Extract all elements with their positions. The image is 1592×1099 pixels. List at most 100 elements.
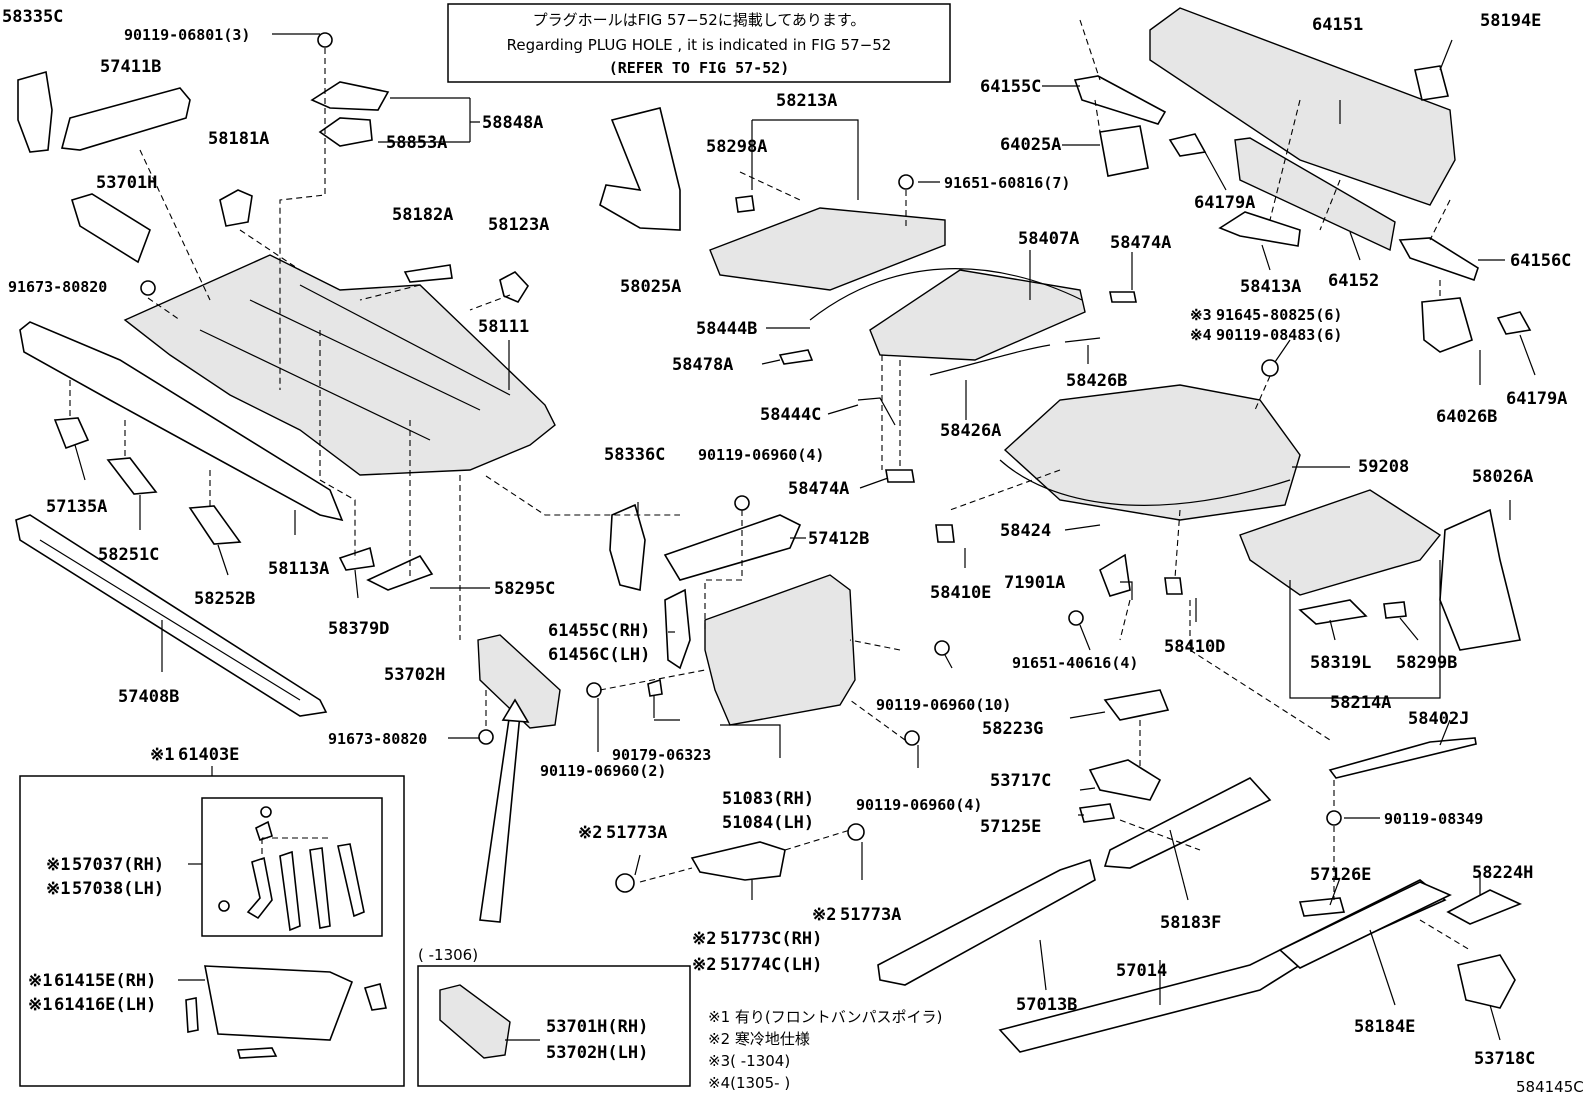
notice-line-3: (REFER TO FIG 57-52) xyxy=(609,59,790,77)
label-58299B: 58299B xyxy=(1396,653,1457,673)
legend-note-3: ※3( -1304) xyxy=(708,1052,790,1070)
label-51083: 51083(RH) xyxy=(722,789,814,809)
label-71901A: 71901A xyxy=(1004,573,1065,593)
part-64026B-shape xyxy=(1421,297,1473,353)
part-58214A-shape xyxy=(1239,489,1442,596)
label-58184E: 58184E xyxy=(1354,1017,1415,1037)
label-58214A: 58214A xyxy=(1330,693,1391,713)
part-64179A-a-shape xyxy=(1168,133,1207,157)
part-90119-06960-10-bolt xyxy=(934,640,950,656)
label-58113A: 58113A xyxy=(268,559,329,579)
label-58252B: 58252B xyxy=(194,589,255,609)
part-58474A-b-shape xyxy=(885,469,915,483)
legend-note-4: ※4(1305- ) xyxy=(708,1074,790,1092)
label-58251C: 58251C xyxy=(98,545,159,565)
label-58123A: 58123A xyxy=(488,215,549,235)
part-90119-08349-bolt xyxy=(1326,810,1342,826)
part-90119-06960-4a-bolt xyxy=(734,495,750,511)
label-58379D: 58379D xyxy=(328,619,389,639)
part-58426B-seal xyxy=(1064,337,1101,343)
part-91673-80820-a-bolt xyxy=(140,280,156,296)
label-58474A-b: 58474A xyxy=(788,479,849,499)
part-58379D-shape xyxy=(338,546,375,571)
part-61455C-shape xyxy=(664,588,691,670)
part-71901A-shape xyxy=(1099,553,1131,597)
part-51083-shape xyxy=(704,574,856,726)
legend-note-2: ※2 寒冷地仕様 xyxy=(708,1030,810,1048)
label-61416E: 61416E(LH) xyxy=(54,995,156,1015)
reference-arrow-head xyxy=(501,698,530,723)
mark-61416E: ※1 xyxy=(28,995,52,1015)
part-58402J-shape xyxy=(1328,737,1477,779)
part-58252B-shape xyxy=(188,505,242,545)
dashed-guides xyxy=(69,19,1471,951)
part-57135A-shape xyxy=(53,417,90,450)
part-64156C-shape xyxy=(1398,237,1479,282)
part-59208-shape xyxy=(1003,384,1301,521)
part-58025A-shape xyxy=(599,107,681,231)
part-58410D-shape xyxy=(1164,577,1183,595)
part-91651-60816-bolt xyxy=(898,174,914,190)
part-58026A-shape xyxy=(1439,508,1521,651)
figure-id: 584145C xyxy=(1516,1078,1584,1096)
mark-61403E: ※1 xyxy=(150,745,174,765)
floor-pan-ribs xyxy=(199,284,511,441)
label-61403E: 61403E xyxy=(178,745,239,765)
label-58444C: 58444C xyxy=(760,405,821,425)
label-58026A: 58026A xyxy=(1472,467,1533,487)
label-51774C: 51774C(LH) xyxy=(720,955,822,975)
label-57411B: 57411B xyxy=(100,57,161,77)
label-91651-40616: 91651-40616(4) xyxy=(1012,654,1138,672)
label-91673-80820-a: 91673-80820 xyxy=(8,278,107,296)
part-58181A-shape xyxy=(219,189,253,227)
part-58298A-shape xyxy=(735,195,755,213)
part-53718C-shape xyxy=(1457,954,1516,1009)
option-brackets-57037 xyxy=(218,806,365,932)
label-58223G: 58223G xyxy=(982,719,1043,739)
label-58478A: 58478A xyxy=(672,355,733,375)
part-90119-06960-4b-bolt xyxy=(904,730,920,746)
label-64179A-b: 64179A xyxy=(1506,389,1567,409)
label-58474A-a: 58474A xyxy=(1110,233,1171,253)
label-61456C: 61456C(LH) xyxy=(548,645,650,665)
label-90119-06960-4a: 90119-06960(4) xyxy=(698,446,824,464)
inset-box-53701H xyxy=(417,965,691,1087)
part-64151-shape xyxy=(1149,7,1456,206)
label-58410D: 58410D xyxy=(1164,637,1225,657)
part-53701H-shape xyxy=(70,193,151,264)
part-58407A-shape xyxy=(869,269,1086,361)
label-90119-06960-4b: 90119-06960(4) xyxy=(856,796,982,814)
label-58402J: 58402J xyxy=(1408,709,1469,729)
part-57126E-shape xyxy=(1298,897,1346,917)
part-51773A-a-plug xyxy=(615,873,635,893)
mark-90119-08483: ※4 xyxy=(1190,326,1212,344)
label-61455C: 61455C(RH) xyxy=(548,621,650,641)
label-58224H: 58224H xyxy=(1472,863,1533,883)
label-64179A-a: 64179A xyxy=(1194,193,1255,213)
option-subbox-57037 xyxy=(201,797,383,937)
part-91651-40616-bolt xyxy=(1068,610,1084,626)
mark-51773C: ※2 xyxy=(692,929,716,949)
label-51773C: 51773C(RH) xyxy=(720,929,822,949)
part-58444B-seal xyxy=(809,268,1083,321)
label-58025A: 58025A xyxy=(620,277,681,297)
part-61415E-bracket xyxy=(185,997,199,1033)
label-90179-06323: 90179-06323 xyxy=(612,746,711,764)
label-64155C: 64155C xyxy=(980,77,1041,97)
notice-line-1: プラグホールはFIG 57−52に掲載してあります。 xyxy=(533,11,866,29)
part-91645-80825-bolt xyxy=(1261,359,1279,377)
label-58444B: 58444B xyxy=(696,319,757,339)
part-58853A-shape xyxy=(318,117,373,147)
part-58223G-shape xyxy=(1103,689,1170,721)
label-90119-06960-2: 90119-06960(2) xyxy=(540,762,666,780)
legend-note-1: ※1 有り(フロントバンパスポイラ) xyxy=(708,1008,942,1026)
label-64026B: 64026B xyxy=(1436,407,1497,427)
label-51773A-a: 51773A xyxy=(606,823,667,843)
part-64025A-shape xyxy=(1099,125,1149,177)
part-57411B-shape xyxy=(60,87,191,151)
part-61415E-shape xyxy=(204,965,354,1041)
part-64155C-shape xyxy=(1073,75,1167,125)
mark-57038: ※1 xyxy=(46,879,70,899)
